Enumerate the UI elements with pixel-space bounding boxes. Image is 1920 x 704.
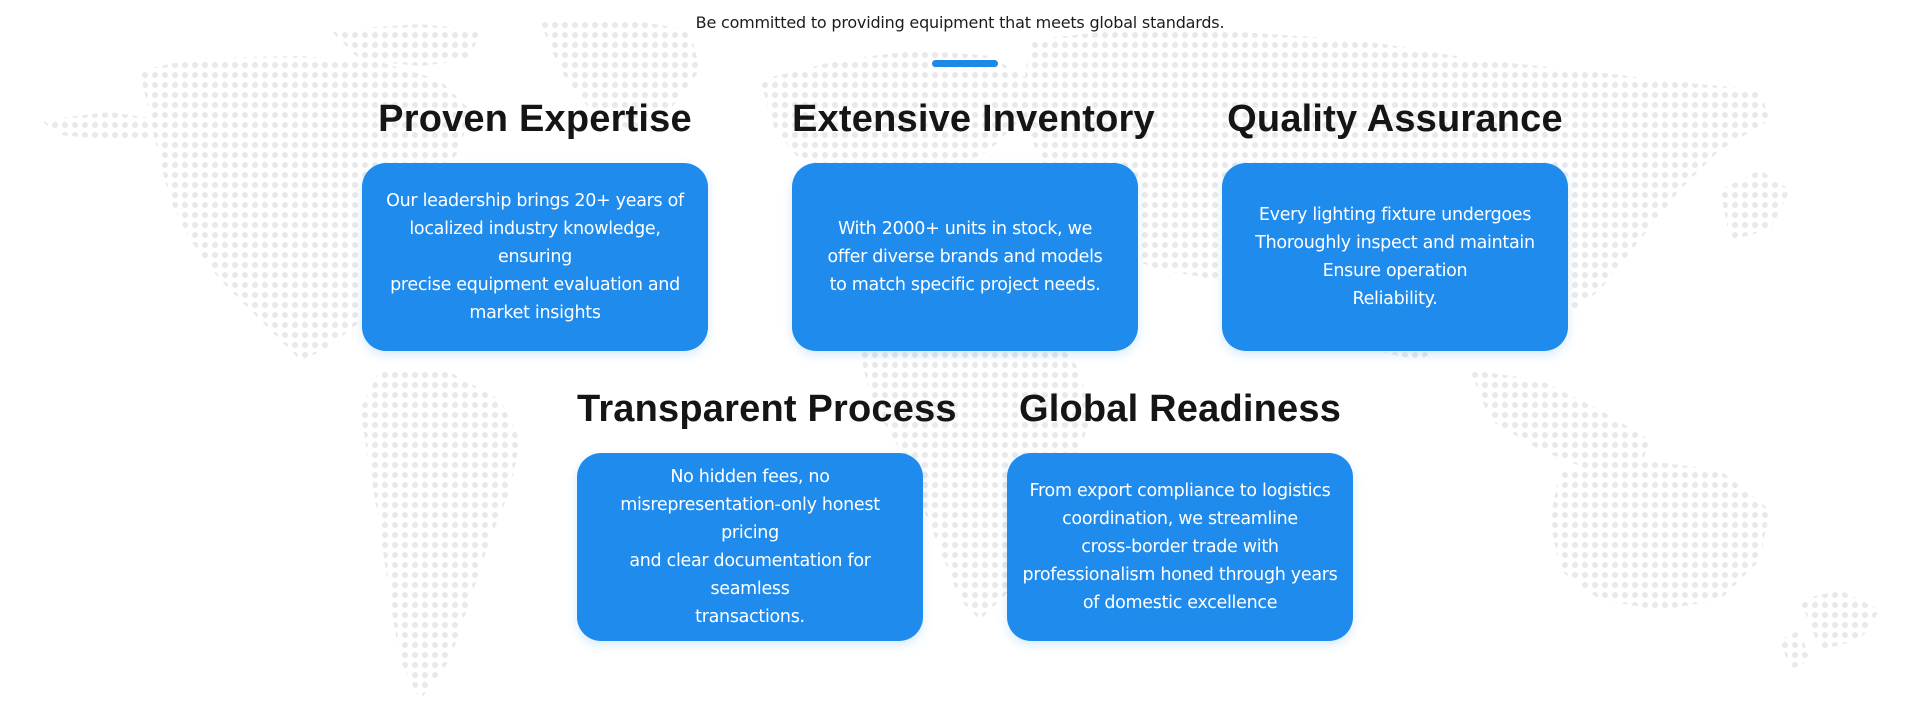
feature-card: No hidden fees, no misrepresentation-onl… bbox=[577, 453, 923, 641]
accent-underline bbox=[932, 60, 998, 67]
feature-description: Our leadership brings 20+ years of local… bbox=[386, 191, 684, 323]
feature-global-readiness: Global Readiness From export compliance … bbox=[1007, 384, 1353, 641]
feature-extensive-inventory: Extensive Inventory With 2000+ units in … bbox=[792, 94, 1155, 351]
feature-title: Extensive Inventory bbox=[792, 98, 1155, 140]
feature-card: Our leadership brings 20+ years of local… bbox=[362, 163, 708, 351]
feature-description: With 2000+ units in stock, we offer dive… bbox=[827, 219, 1103, 295]
feature-proven-expertise: Proven Expertise Our leadership brings 2… bbox=[362, 94, 708, 351]
feature-card: From export compliance to logistics coor… bbox=[1007, 453, 1353, 641]
feature-title: Transparent Process bbox=[577, 388, 957, 430]
feature-description: Every lighting fixture undergoes Thoroug… bbox=[1255, 205, 1535, 309]
feature-description: From export compliance to logistics coor… bbox=[1022, 481, 1338, 613]
feature-quality-assurance: Quality Assurance Every lighting fixture… bbox=[1222, 94, 1568, 351]
feature-title: Proven Expertise bbox=[378, 98, 692, 140]
section-tagline: Be committed to providing equipment that… bbox=[695, 13, 1225, 32]
feature-card: Every lighting fixture undergoes Thoroug… bbox=[1222, 163, 1568, 351]
feature-card: With 2000+ units in stock, we offer dive… bbox=[792, 163, 1138, 351]
feature-title: Quality Assurance bbox=[1227, 98, 1563, 140]
feature-title: Global Readiness bbox=[1018, 388, 1342, 430]
feature-description: No hidden fees, no misrepresentation-onl… bbox=[620, 467, 880, 627]
feature-transparent-process: Transparent Process No hidden fees, no m… bbox=[577, 384, 957, 641]
